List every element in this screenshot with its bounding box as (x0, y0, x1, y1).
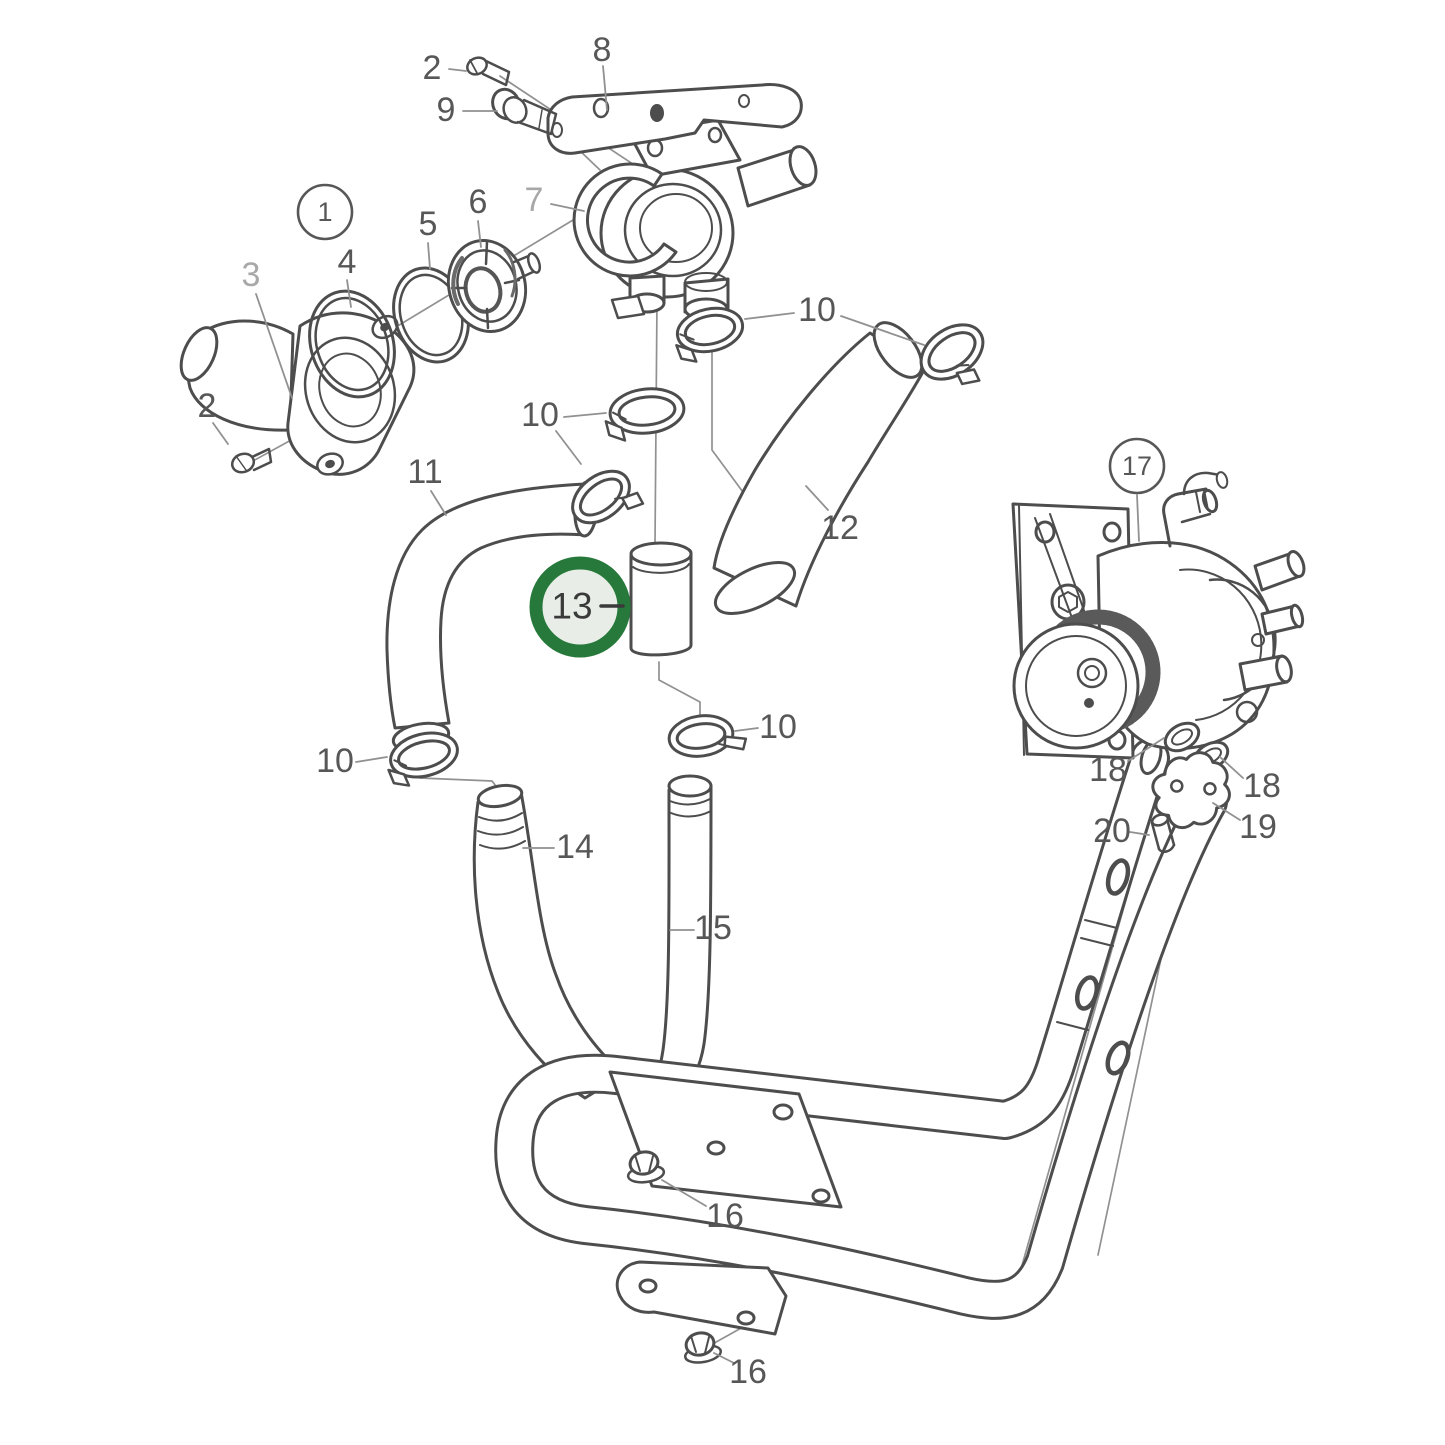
leader-line-18 (1127, 737, 1165, 762)
part-label-5: 5 (419, 205, 438, 243)
leader-line-6 (477, 220, 482, 248)
leader-line-12 (805, 485, 829, 511)
part-label-11: 11 (407, 453, 442, 491)
pin-20-drawing (1150, 813, 1176, 854)
part-label-1: 1 (317, 197, 332, 227)
part-label-16: 16 (729, 1353, 767, 1391)
hose-clamp-10-drawing (387, 731, 459, 787)
part-label-19: 19 (1239, 808, 1277, 846)
bolt-2-left-drawing (230, 447, 273, 474)
part-label-4: 4 (338, 243, 357, 281)
part-label-7: 7 (525, 181, 544, 219)
part-label-10: 10 (798, 291, 836, 329)
bracket-19-drawing (1151, 751, 1231, 830)
connector-13-drawing[interactable] (629, 541, 693, 657)
leader-line-10 (355, 756, 388, 763)
part-label-8: 8 (593, 31, 612, 69)
lower-tab-drawing (615, 1260, 788, 1336)
leader-line-2 (448, 68, 467, 72)
part-label-10: 10 (521, 396, 559, 434)
bolt-16-lower-drawing (683, 1331, 723, 1364)
hose-clamp-10-drawing (571, 469, 645, 525)
part-label-9: 9 (437, 91, 456, 129)
bolt-16-upper-drawing (626, 1150, 666, 1184)
callout-circle-17 (1108, 437, 1166, 495)
leader-line-3 (255, 293, 293, 399)
clamp-ring-7-drawing (572, 162, 678, 320)
leader-line-10 (840, 315, 925, 346)
part-label-3: 3 (242, 256, 261, 294)
support-bracket-16-drawing (608, 1070, 843, 1209)
part-label-10: 10 (316, 742, 354, 780)
leader-line-7 (550, 203, 585, 212)
leader-line-8 (602, 65, 608, 111)
leader-line-11 (430, 490, 447, 516)
bolt-2-top-drawing (466, 56, 511, 87)
oring-18-left-drawing (1163, 721, 1201, 753)
hose-clamp-10-drawing (604, 387, 686, 442)
part-label-18: 18 (1089, 751, 1127, 789)
part-label-10: 10 (759, 708, 797, 746)
hose-14-drawing (472, 783, 626, 1100)
hose-12-drawing (712, 321, 927, 615)
pulley-drawing (1012, 609, 1161, 750)
part-label-12: 12 (821, 509, 859, 547)
callout-circle-1 (296, 183, 354, 241)
leader-line-10 (563, 412, 607, 418)
part-label-2: 2 (423, 49, 442, 87)
hose-clamp-10-drawing (667, 714, 748, 758)
leader-line-10 (744, 312, 795, 320)
leader-line-2 (212, 422, 229, 445)
part-label-13: 13 (551, 586, 592, 627)
leader-line-16 (661, 1179, 707, 1207)
leader-line-4 (346, 279, 352, 308)
oring-4-drawing (308, 289, 396, 399)
hose-clamp-10-drawing (675, 306, 745, 363)
leader-line-16 (713, 1352, 735, 1364)
hose-clamp-10-drawing (919, 323, 985, 386)
part-label-17: 17 (1122, 451, 1152, 481)
leader-line-10 (734, 727, 759, 732)
leader-line-10 (555, 430, 582, 465)
part-label-20: 20 (1093, 812, 1131, 850)
thermostat-housing-drawing (599, 118, 818, 321)
part-label-18: 18 (1243, 767, 1281, 805)
leader-line-18 (1219, 756, 1244, 779)
thermostat-6-drawing (446, 238, 542, 334)
leader-line-17 (1136, 494, 1140, 542)
part-label-15: 15 (694, 909, 732, 947)
leader-line-5 (427, 242, 431, 270)
part-label-6: 6 (469, 183, 488, 221)
bracket-8-drawing (546, 83, 803, 155)
part-label-2: 2 (198, 387, 217, 425)
part-label-14: 14 (556, 828, 594, 866)
bolt-9-drawing (491, 87, 558, 136)
leader-line-20 (1129, 831, 1150, 836)
part-label-16: 16 (706, 1197, 744, 1235)
leader-line-19 (1212, 802, 1241, 821)
